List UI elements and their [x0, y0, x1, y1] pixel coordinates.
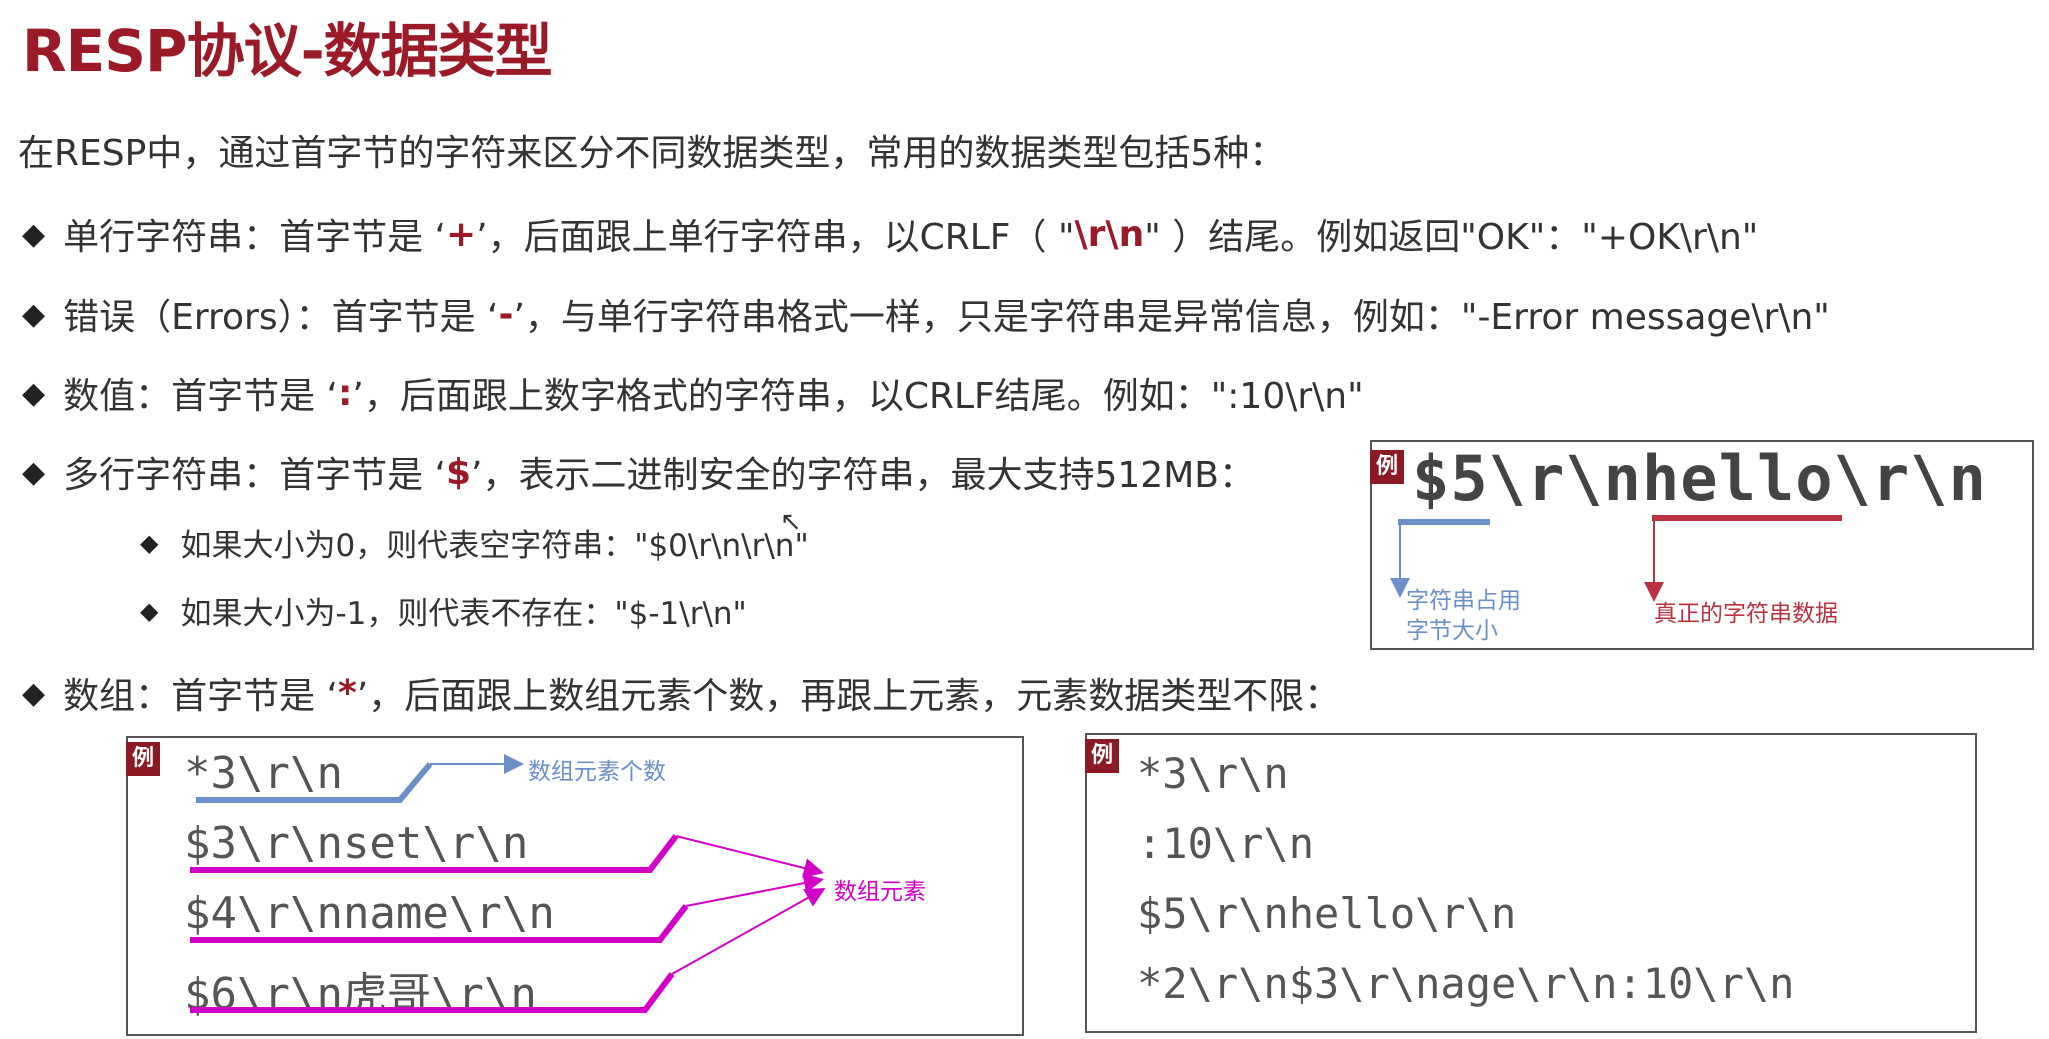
example-badge: 例 — [126, 742, 160, 776]
diamond-bullet-icon: ◆ — [22, 375, 46, 411]
array2-line: *2\r\n$3\r\nage\r\n:10\r\n — [1137, 959, 1795, 1008]
mouse-cursor-icon: ↖ — [780, 507, 802, 537]
array2-line: *3\r\n — [1137, 749, 1289, 798]
bulk-string-example-box: 例 $5\r\nhello\r\n 字符串占用 字节大小 真正的字符串数据 — [1370, 440, 2034, 650]
diamond-bullet-icon: ◆ — [140, 596, 159, 625]
bullet-bulk-string: ◆ 多行字符串：首字节是 ‘$’，表示二进制安全的字符串，最大支持512MB： — [22, 451, 1255, 497]
array2-line: $5\r\nhello\r\n — [1137, 889, 1517, 938]
example-badge: 例 — [1370, 450, 1404, 484]
array2-line: :10\r\n — [1137, 819, 1315, 868]
array1-line-element: $4\r\nname\r\n — [184, 888, 555, 939]
sub-bullet-empty-string: ◆ 如果大小为0，则代表空字符串："$0\r\n\r\n" — [140, 528, 809, 564]
example-badge: 例 — [1085, 739, 1119, 773]
bullet-errors: ◆ 错误（Errors）：首字节是 ‘-’，与单行字符串格式一样，只是字符串是异… — [22, 293, 1830, 339]
element-pointer-line — [675, 835, 824, 878]
array-count-annotation: 数组元素个数 — [528, 759, 666, 785]
page-title: RESP协议-数据类型 — [22, 17, 553, 85]
bullet-simple-string: ◆ 单行字符串：首字节是 ‘+’，后面跟上单行字符串，以CRLF（ "\r\n"… — [22, 213, 1759, 259]
array-elements-annotation: 数组元素 — [834, 879, 926, 905]
intro-text: 在RESP中，通过首字节的字符来区分不同数据类型，常用的数据类型包括5种： — [18, 133, 1286, 174]
count-underline — [196, 762, 433, 803]
array-example-box-1: 例 *3\r\n $3\r\nset\r\n $4\r\nname\r\n $6… — [126, 736, 1024, 1036]
diamond-bullet-icon: ◆ — [22, 675, 46, 711]
element-underline — [190, 904, 689, 943]
array-example-box-2: 例 *3\r\n :10\r\n $5\r\nhello\r\n *2\r\n$… — [1085, 733, 1977, 1033]
diamond-bullet-icon: ◆ — [22, 454, 46, 490]
element-pointer-line — [671, 888, 826, 975]
diamond-bullet-icon: ◆ — [22, 296, 46, 332]
bullet-integers: ◆ 数值：首字节是 ‘:’，后面跟上数字格式的字符串，以CRLF结尾。例如：":… — [22, 372, 1364, 418]
sub-bullet-null: ◆ 如果大小为-1，则代表不存在："$-1\r\n" — [140, 596, 747, 632]
element-underline — [190, 972, 675, 1013]
element-pointer-line — [685, 873, 824, 907]
array1-line-element: $3\r\nset\r\n — [184, 818, 529, 869]
size-annotation: 字符串占用 字节大小 — [1406, 588, 1521, 644]
diamond-bullet-icon: ◆ — [140, 528, 159, 557]
array1-line-count: *3\r\n — [184, 748, 343, 799]
bulk-example-code: $5\r\nhello\r\n — [1412, 442, 1987, 515]
bullet-arrays: ◆ 数组：首字节是 ‘*’，后面跟上数组元素个数，再跟上元素，元素数据类型不限： — [22, 672, 1341, 718]
data-annotation: 真正的字符串数据 — [1654, 601, 1838, 627]
diamond-bullet-icon: ◆ — [22, 216, 46, 252]
element-underline — [190, 834, 679, 873]
